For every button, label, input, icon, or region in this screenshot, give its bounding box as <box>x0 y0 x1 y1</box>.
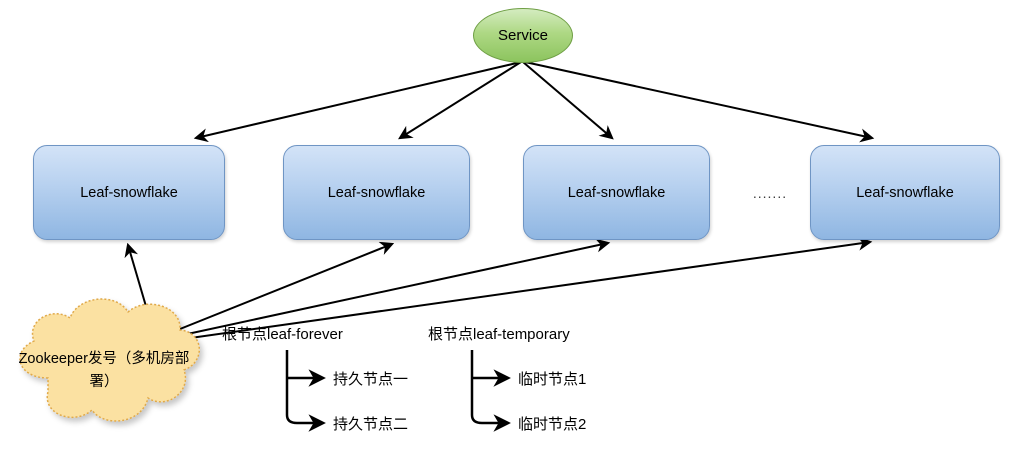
edge-service-to-leaf-2 <box>522 61 614 140</box>
tree-child-temporary-2: 临时节点2 <box>518 416 587 433</box>
tree-bracket-forever <box>285 350 326 432</box>
edge-service-to-leaf-1 <box>398 61 522 140</box>
ellipsis-label: ....... <box>752 185 788 201</box>
node-service[interactable]: Service <box>473 8 573 63</box>
tree-root-leaf-temporary-label: 根节点leaf-temporary <box>428 326 570 343</box>
zookeeper-cloud-label: Zookeeper发号（多机房部署） <box>18 351 190 390</box>
tree-child-forever-2: 持久节点二 <box>333 416 409 433</box>
node-leaf-snowflake-3-label: Leaf-snowflake <box>567 184 666 201</box>
edge-cloud-leaf-0-bidirectional <box>124 242 159 340</box>
edge-service-to-leaf-3 <box>524 61 875 143</box>
node-leaf-snowflake-2[interactable]: Leaf-snowflake <box>283 145 470 240</box>
node-leaf-snowflake-3[interactable]: Leaf-snowflake <box>523 145 710 240</box>
node-leaf-snowflake-1-label: Leaf-snowflake <box>80 184 178 201</box>
node-service-label: Service <box>497 27 549 44</box>
tree-child-forever-1: 持久节点一 <box>333 371 409 388</box>
tree-root-leaf-forever-label: 根节点leaf-forever <box>222 326 343 343</box>
node-leaf-snowflake-4[interactable]: Leaf-snowflake <box>810 145 1000 240</box>
node-leaf-snowflake-4-label: Leaf-snowflake <box>856 184 954 201</box>
tree-child-temporary-1: 临时节点1 <box>518 371 587 388</box>
edge-service-to-leaf-0 <box>193 61 522 143</box>
node-leaf-snowflake-2-label: Leaf-snowflake <box>327 184 426 201</box>
node-leaf-snowflake-1[interactable]: Leaf-snowflake <box>33 145 225 240</box>
tree-bracket-temporary <box>470 350 511 432</box>
